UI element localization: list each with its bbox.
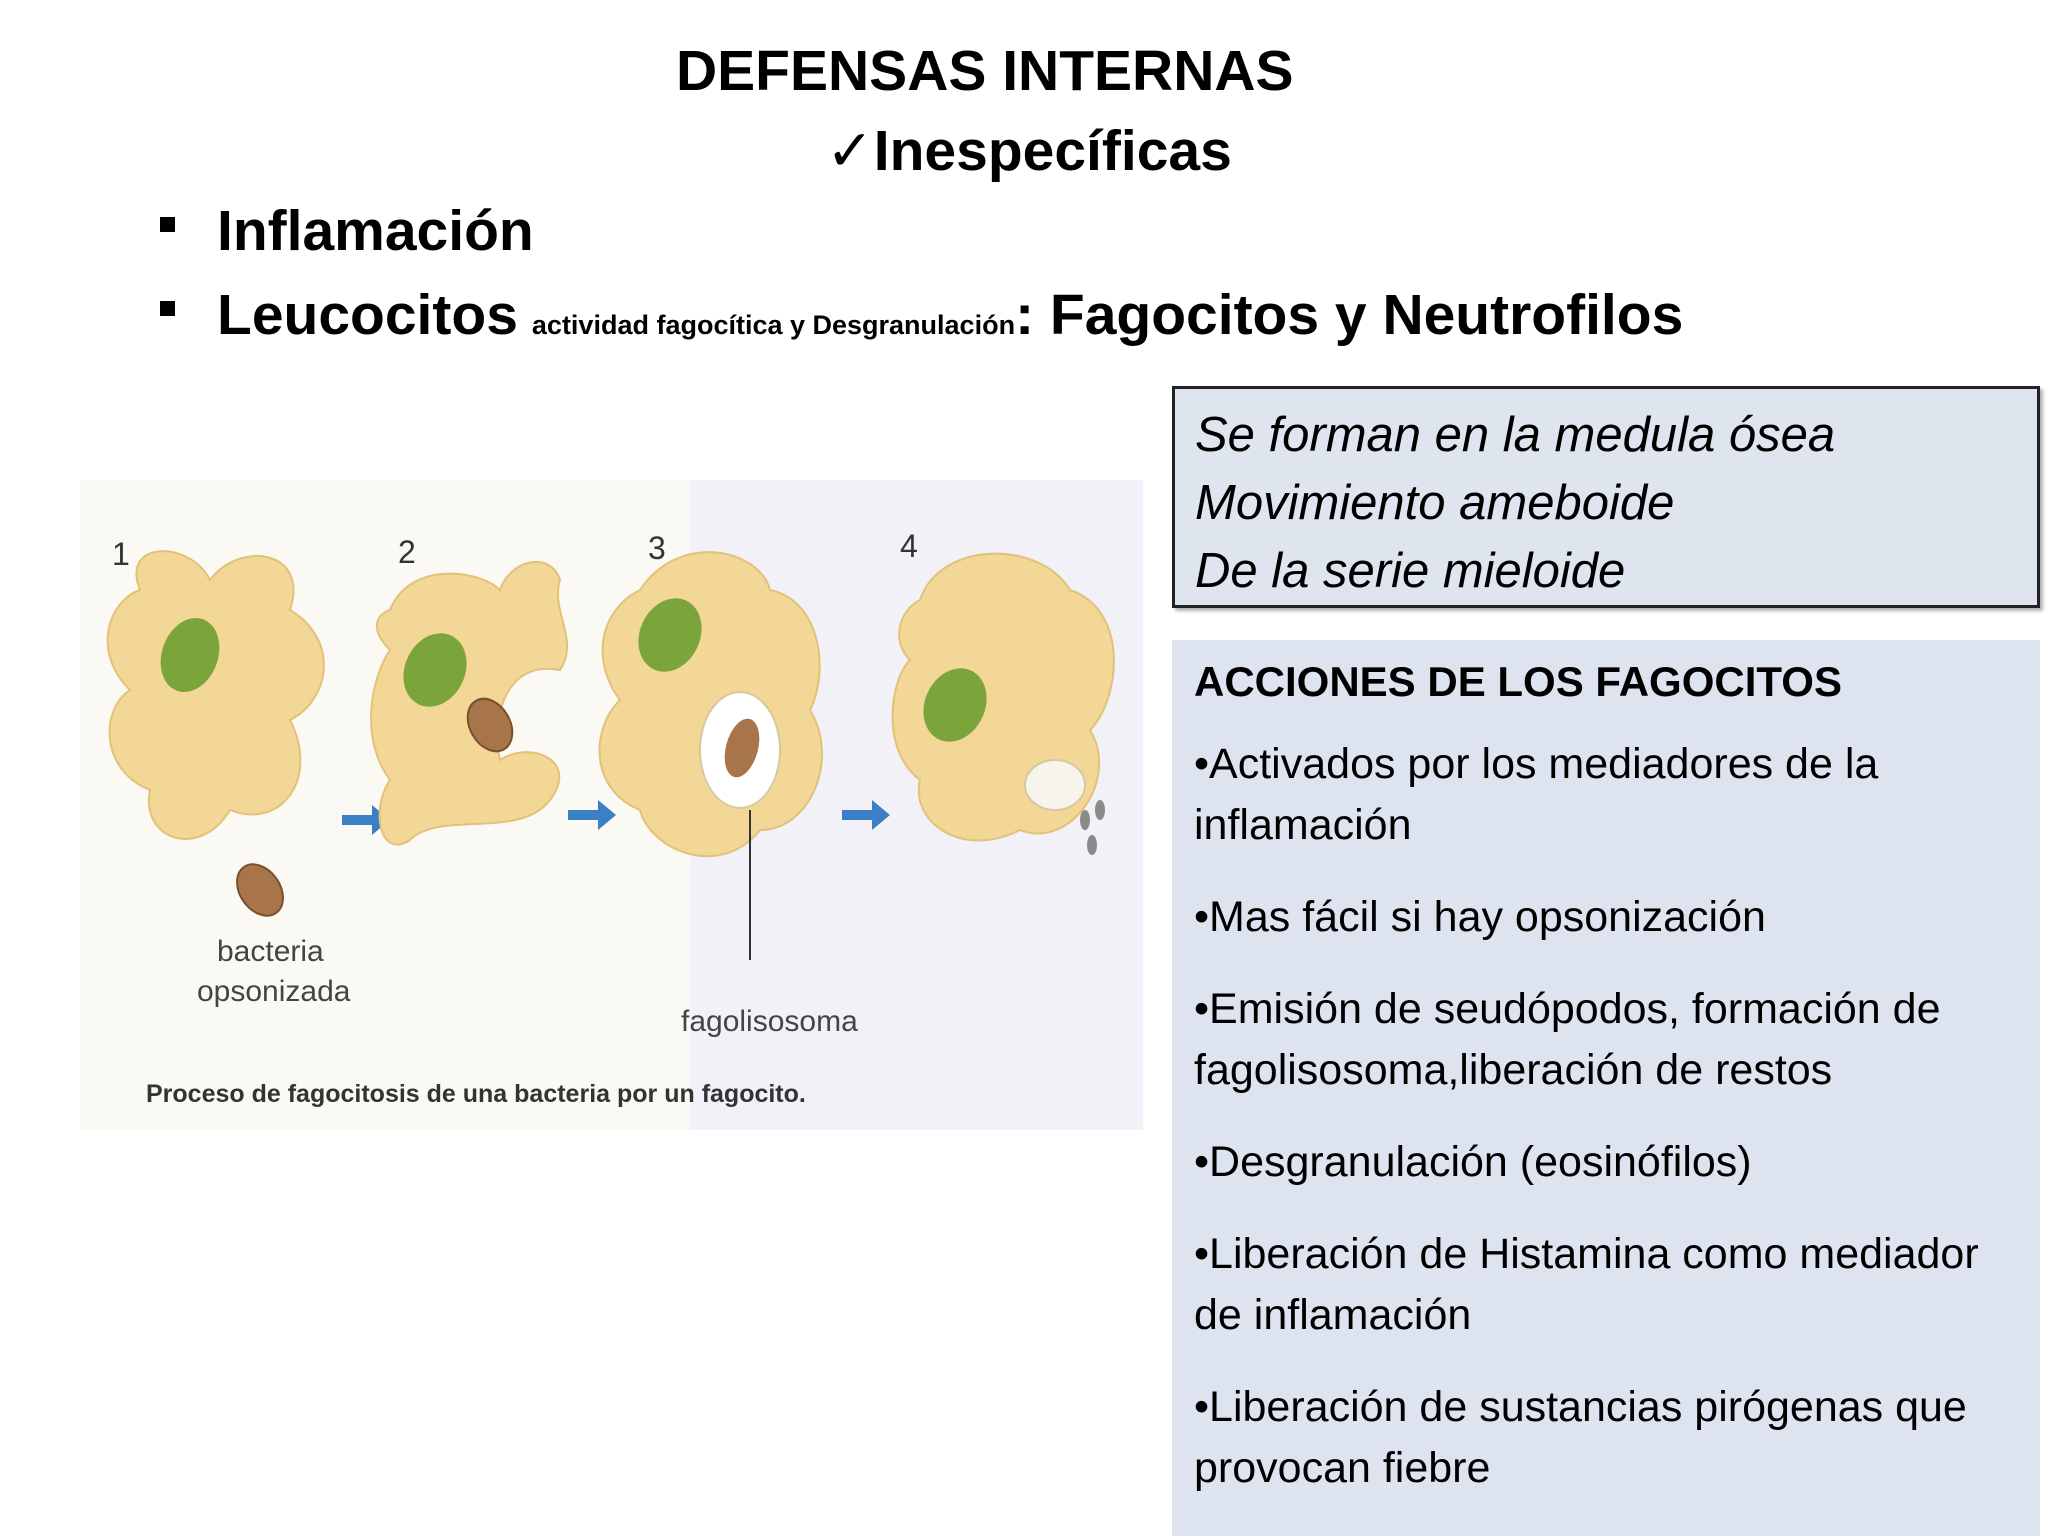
square-bullet-icon [160,301,175,316]
nucleus-4 [923,668,987,742]
info-line: Se forman en la medula ósea [1195,408,1836,462]
debris-particle [1080,810,1090,830]
arrow-3 [842,800,890,830]
nucleus-3 [638,598,702,672]
step-number-1: 1 [112,536,130,572]
cell-1 [106,550,325,840]
accion-item: •Activados por los mediadores de la infl… [1194,740,1879,849]
bullet-leucocitos: Leucocitos actividad fagocítica y Desgra… [160,282,1683,366]
acciones-fagocitos-box: ACCIONES DE LOS FAGOCITOS •Activados por… [1172,640,2040,1536]
bullet-rest-text: : Fagocitos y Neutrofilos [1015,283,1684,347]
accion-item: •Mas fácil si hay opsonización [1194,893,1766,941]
bullet-small-text: actividad fagocítica y Desgranulación [531,310,1016,340]
accion-item: •Desgranulación (eosinófilos) [1194,1138,1752,1186]
nucleus-2 [403,633,467,707]
figure-caption: Proceso de fagocitosis de una bacteria p… [146,1080,806,1108]
acciones-heading: ACCIONES DE LOS FAGOCITOS [1194,658,1842,705]
accion-item: •Liberación de Histamina como mediador d… [1194,1230,1979,1339]
info-line: Movimiento ameboide [1195,476,1675,530]
bacteria-1 [236,863,284,917]
arrow-2 [568,800,616,830]
slide-title: DEFENSAS INTERNAS [676,39,1294,103]
leucocitos-info-box: Se forman en la medula ósea Movimiento a… [1172,386,2040,608]
bullet-text: Leucocitos [217,283,518,347]
label-opsonizada: opsonizada [197,975,351,1008]
bullet-text: Inflamación [217,199,534,263]
cell-2 [370,561,569,846]
step-number-3: 3 [648,530,666,566]
debris-particle [1095,800,1105,820]
bullet-list: Inflamación Leucocitos actividad fagocít… [160,198,1683,366]
square-bullet-icon [160,217,175,232]
label-fagolisosoma: fagolisosoma [681,1005,858,1038]
phagocytosis-figure: 1 2 3 4 bacteria opsonizada fagolisosoma… [80,480,1143,1130]
accion-item: •Emisión de seudópodos, formación de fag… [1194,985,1941,1094]
arrow-1 [342,805,390,835]
accion-item: •Liberación de sustancias pirógenas que … [1194,1383,1967,1492]
label-bacteria: bacteria [217,935,324,968]
bacteria-2 [466,697,514,753]
bullet-inflamacion: Inflamación [160,198,1683,282]
info-line: De la serie mieloide [1195,544,1626,598]
bacteria-3 [724,718,760,778]
step-number-4: 4 [900,528,918,564]
cell-3 [598,551,823,858]
slide-subtitle: ✓Inespecíficas [826,119,1232,183]
debris-vacuole [1024,759,1086,811]
nucleus-1 [160,618,220,692]
debris-particle [1087,835,1097,855]
phagocytosis-illustration [106,550,1115,960]
step-number-2: 2 [398,534,416,570]
